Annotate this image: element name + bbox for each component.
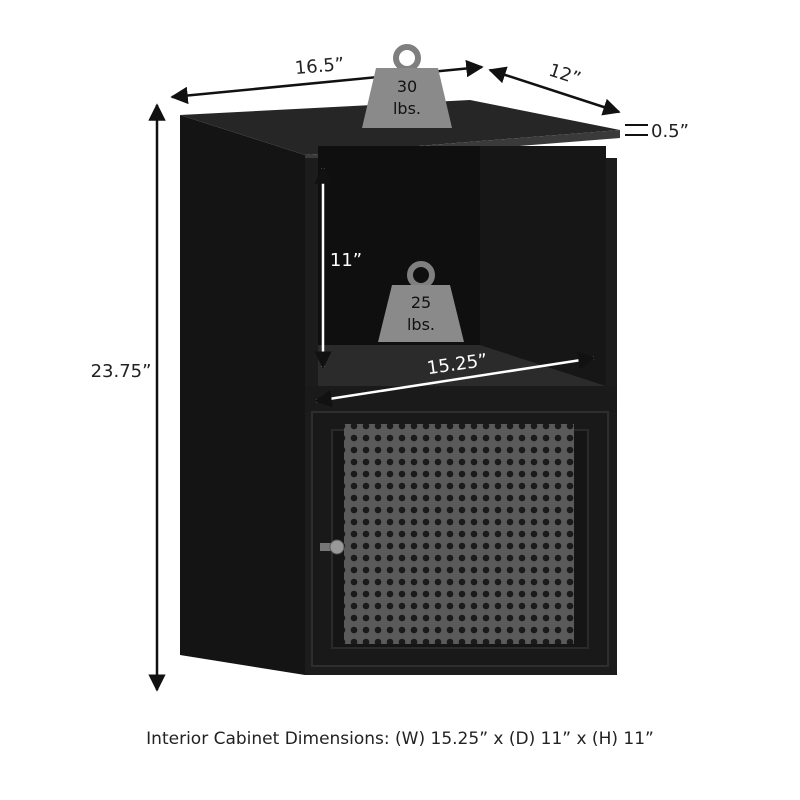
cabinet-side-panel (180, 115, 305, 675)
cubby-right-wall (480, 146, 606, 386)
shelf-weight-unit: lbs. (407, 315, 435, 334)
top-thickness-dimension: 0.5” (625, 121, 689, 142)
interior-dimensions-caption: Interior Cabinet Dimensions: (W) 15.25” … (146, 729, 654, 749)
shelf-height-label: 11” (330, 250, 362, 271)
top-weight-icon: 30 lbs. (362, 44, 452, 128)
depth-label: 12” (546, 60, 583, 90)
width-label: 16.5” (294, 54, 345, 79)
shelf-weight-icon: 25 lbs. (378, 261, 464, 342)
shelf-weight-value: 25 (411, 293, 431, 312)
top-thickness-label: 0.5” (651, 121, 689, 142)
middle-divider (305, 386, 617, 412)
door-knob-icon (320, 539, 345, 555)
height-label: 23.75” (91, 361, 152, 382)
depth-dimension: 12” (488, 60, 621, 116)
top-weight-unit: lbs. (393, 99, 421, 118)
rattan-cane-panel (344, 424, 574, 644)
height-dimension: 23.75” (91, 103, 166, 692)
top-weight-value: 30 (397, 77, 417, 96)
shelf-height-dimension: 11” (314, 166, 362, 369)
